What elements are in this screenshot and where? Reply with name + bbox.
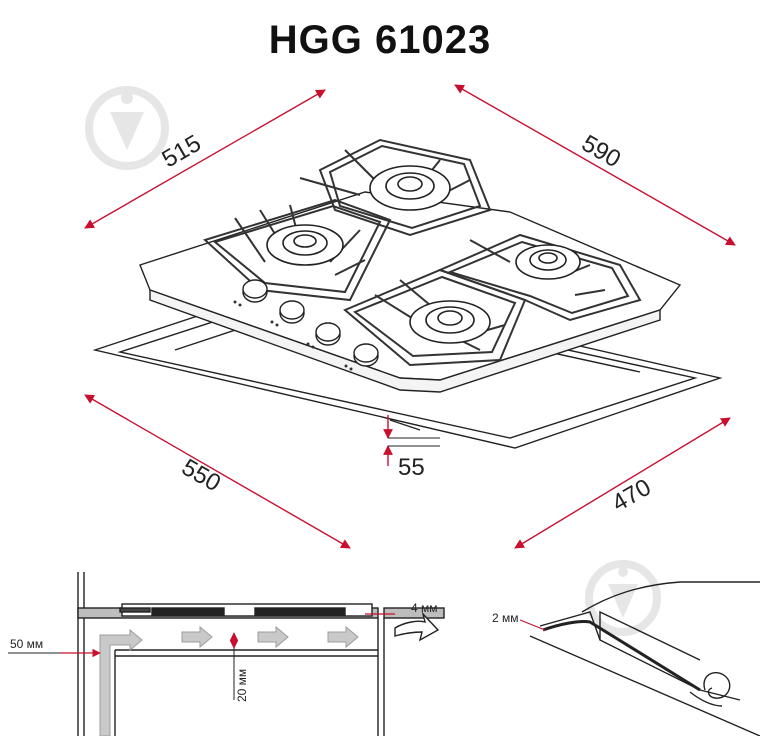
extension-lines <box>388 437 440 447</box>
knob-symbols <box>233 300 353 371</box>
model-title: HGG 61023 <box>268 18 492 62</box>
outflow-arrow-icon <box>394 611 440 642</box>
control-knob-icon <box>242 279 268 303</box>
install-section <box>77 572 445 736</box>
dim-470: 470 <box>608 474 656 517</box>
control-knob-icon <box>279 300 305 324</box>
airflow-arrows-icon <box>99 625 359 736</box>
burner-front-left-icon <box>409 300 491 344</box>
gap-top-label: 4 мм <box>411 601 438 615</box>
watermark-icon <box>85 86 169 170</box>
section-dimension-lines <box>60 613 395 658</box>
section-leader-lines <box>8 648 235 700</box>
burner-front-right-icon <box>515 244 581 280</box>
gap-bottom-label: 20 мм <box>235 669 249 702</box>
seal-thickness-label: 2 мм <box>492 611 519 625</box>
dim-590: 590 <box>577 130 625 173</box>
grate-front-left <box>343 268 527 367</box>
watermark-icon <box>585 560 661 636</box>
burner-back-right-icon <box>369 165 451 211</box>
gap-side-label: 50 мм <box>10 637 43 651</box>
dim-550: 550 <box>177 454 225 497</box>
dimension-lines <box>84 84 736 549</box>
control-knob-icon <box>353 343 379 367</box>
control-knob-icon <box>315 322 341 346</box>
burner-back-left-icon <box>266 224 344 266</box>
seal-leader <box>519 619 546 631</box>
dim-55: 55 <box>398 454 425 481</box>
seal-detail <box>529 581 760 736</box>
